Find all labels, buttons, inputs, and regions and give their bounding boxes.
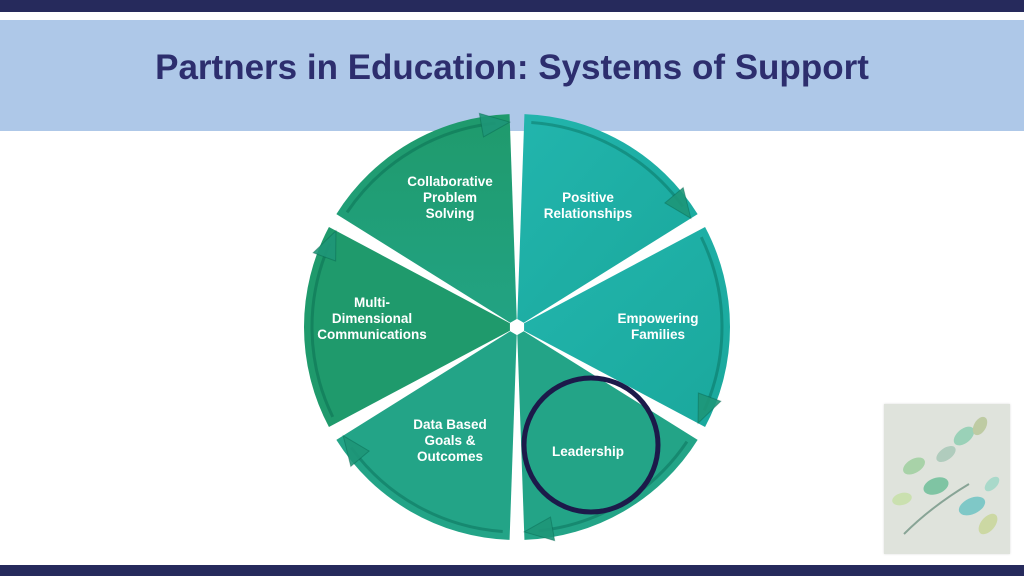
segment-collaborative	[336, 114, 517, 323]
segment-positive	[517, 114, 698, 323]
cycle-arrowhead-data	[342, 434, 371, 468]
cycle-arrowhead-positive	[663, 186, 692, 220]
cycle-arrowhead-collaborative	[478, 112, 512, 138]
cycle-arrowhead-empowering	[697, 392, 722, 425]
cycle-arrowhead-multi	[312, 229, 337, 262]
leaves-illustration	[884, 404, 1010, 554]
slide-title: Partners in Education: Systems of Suppor…	[155, 48, 869, 87]
cycle-arrow-multi	[310, 243, 335, 418]
title-banner	[0, 20, 1024, 131]
cycle-arrow-empowering	[699, 236, 724, 411]
segment-empowering	[524, 227, 730, 427]
leadership-highlight-ring	[521, 375, 661, 515]
leaves-illustration-icon	[892, 416, 1000, 535]
top-accent-bar	[0, 0, 1024, 12]
cycle-arrow-positive	[531, 121, 685, 208]
cycle-arrow-collaborative	[345, 121, 496, 214]
segment-multi	[304, 227, 510, 427]
segment-data	[336, 331, 517, 540]
bottom-accent-bar	[0, 565, 1024, 576]
segment-label-leadership: Leadership	[552, 444, 624, 459]
cycle-arrow-data	[349, 446, 503, 533]
cycle-arrowhead-leadership	[522, 516, 556, 542]
